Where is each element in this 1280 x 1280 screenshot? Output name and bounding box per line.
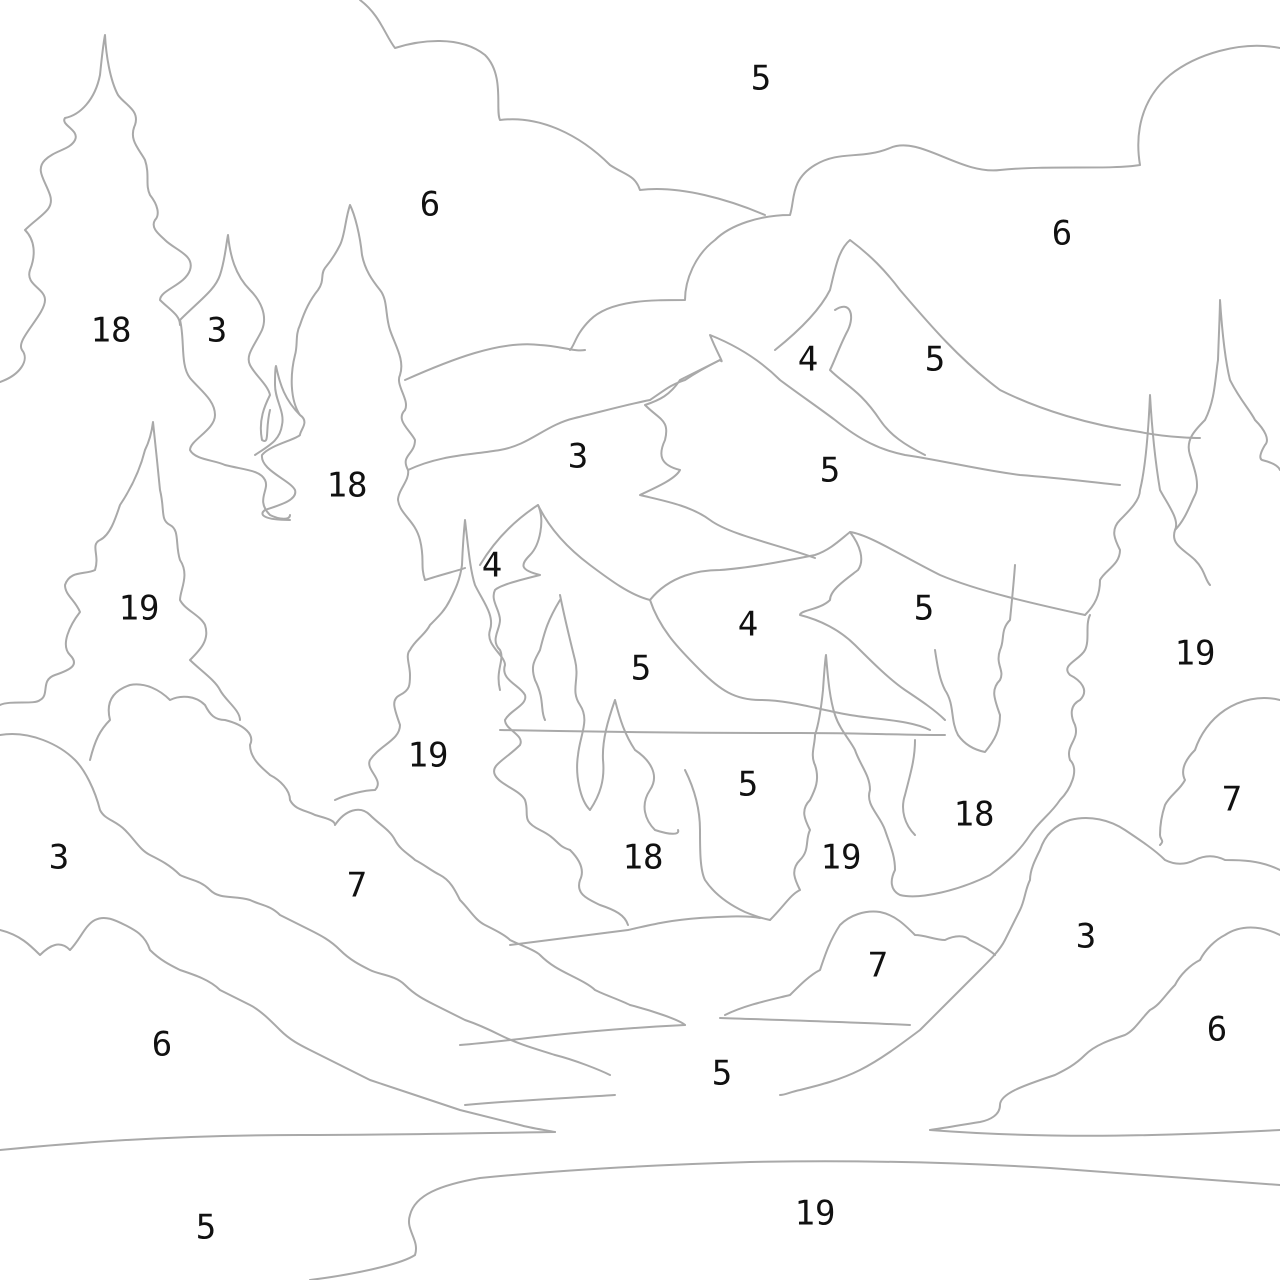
hills-back-outline (404, 343, 586, 381)
center-mountain-slope-outline (639, 359, 816, 559)
region-number-15[interactable]: 5 (631, 649, 651, 689)
left-small-tree-outline (179, 234, 271, 442)
cloud-top-outline (359, 0, 766, 216)
mid-tree-small-outline (531, 599, 561, 721)
back-mountain-outline (407, 334, 1121, 486)
region-number-19[interactable]: 18 (954, 795, 995, 835)
right-mid-mountain-outline (799, 531, 946, 721)
left-tree-19-outline (0, 421, 241, 721)
center-lower-mountain-outline (492, 504, 931, 731)
region-number-20[interactable]: 7 (1222, 780, 1242, 820)
region-number-18[interactable]: 5 (738, 765, 758, 805)
lake-horizon-outline (499, 729, 946, 736)
region-number-10[interactable]: 18 (327, 466, 368, 506)
center-right-tree-19-outline (769, 614, 1091, 921)
region-number-22[interactable]: 7 (347, 866, 367, 906)
region-number-31[interactable]: 19 (795, 1194, 836, 1234)
right-tall-tree-outline (1084, 299, 1280, 616)
region-number-26[interactable]: 3 (1076, 917, 1096, 957)
region-number-7[interactable]: 5 (925, 340, 945, 380)
front-left-mountain-outline (424, 504, 1086, 616)
right-big-mountain-outline (774, 239, 1201, 456)
region-number-4[interactable]: 18 (91, 311, 132, 351)
center-tree-18-outline (569, 769, 771, 926)
mid-tree-thin-outline (559, 594, 680, 835)
right-bush-3-outline (779, 817, 1280, 1096)
region-number-13[interactable]: 5 (914, 589, 934, 629)
region-number-24[interactable]: 19 (821, 838, 862, 878)
region-number-16[interactable]: 19 (1175, 634, 1216, 674)
right-bush-7-outline (1159, 697, 1280, 846)
region-number-5[interactable]: 3 (207, 311, 227, 351)
region-number-3[interactable]: 6 (1052, 214, 1072, 254)
left-bush-7-outline (89, 683, 686, 1026)
right-tree-thin-outline (902, 564, 1016, 836)
region-numbers[interactable]: 5 6 6 18 3 4 5 3 5 18 4 19 5 4 5 19 19 5 18 7 3 7 18 19 7 3 6 6 5 5 19 (49, 59, 1242, 1248)
left-mid-tree-outline (179, 319, 291, 520)
region-number-1[interactable]: 5 (751, 59, 771, 99)
region-number-27[interactable]: 6 (152, 1025, 172, 1065)
region-number-25[interactable]: 7 (868, 946, 888, 986)
cloud-right-outline (569, 44, 1280, 351)
foreground-ground-outline (0, 1129, 1280, 1151)
region-number-9[interactable]: 5 (820, 451, 840, 491)
region-number-23[interactable]: 18 (623, 838, 664, 878)
region-number-30[interactable]: 5 (196, 1208, 216, 1248)
region-number-8[interactable]: 3 (568, 437, 588, 477)
center-tree-19-outline (334, 519, 571, 851)
region-number-2[interactable]: 6 (420, 185, 440, 225)
left-bush-3-outline (0, 733, 611, 1076)
region-number-21[interactable]: 3 (49, 838, 69, 878)
center-water-outline (459, 915, 911, 1106)
region-number-29[interactable]: 5 (712, 1054, 732, 1094)
region-number-28[interactable]: 6 (1207, 1010, 1227, 1050)
center-left-tree-outline (254, 204, 426, 581)
region-number-12[interactable]: 19 (119, 589, 160, 629)
right-bush-6-outline (929, 926, 1280, 1131)
foreground-path-outline (309, 1160, 1280, 1280)
center-bush-7-outline (724, 910, 996, 1016)
region-number-6[interactable]: 4 (798, 340, 818, 380)
region-number-11[interactable]: 4 (482, 546, 502, 586)
region-number-17[interactable]: 19 (408, 736, 449, 776)
region-number-14[interactable]: 4 (738, 605, 758, 645)
left-bush-6-outline (0, 916, 556, 1133)
left-tall-tree-outline (0, 34, 192, 383)
